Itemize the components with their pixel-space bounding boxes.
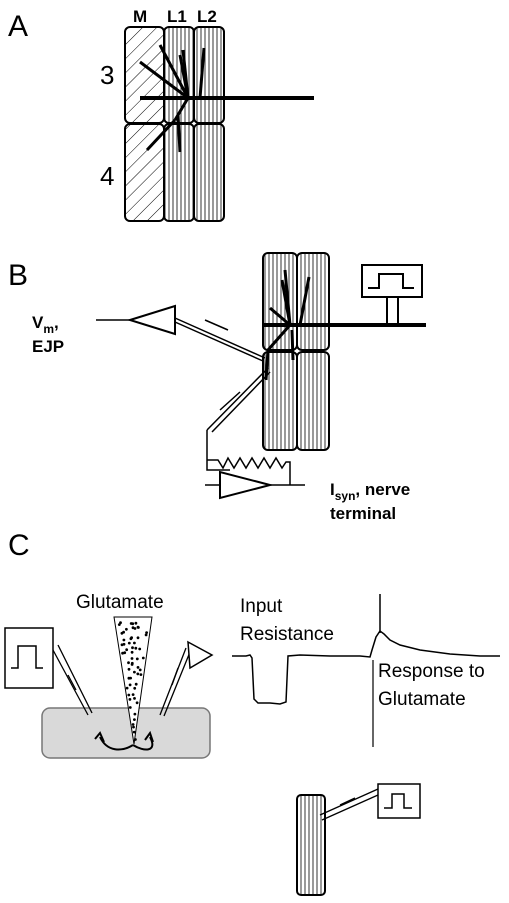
glutamate-dot — [125, 686, 129, 690]
column-label-l1: L1 — [167, 7, 187, 26]
glutamate-pipette — [113, 616, 153, 745]
glutamate-dot — [127, 641, 131, 645]
stimulator-box-b — [361, 264, 423, 298]
row-label-4: 4 — [100, 161, 114, 191]
membrane-trace — [232, 629, 500, 705]
panel-b-label: B — [8, 259, 28, 292]
glutamate-dot — [133, 641, 136, 645]
glutamate-dot — [138, 668, 142, 672]
glutamate-dot — [133, 670, 136, 674]
glutamate-dot — [131, 693, 135, 696]
stimulus-pulse-icon-c2 — [384, 793, 412, 809]
glutamate-dot — [128, 683, 132, 687]
amplifier-isyn-icon — [219, 470, 274, 500]
glutamate-dot — [135, 657, 139, 661]
recording-electrode-c — [159, 647, 191, 717]
glutamate-dot — [130, 657, 134, 660]
panel-b: B Vm, EJP — [8, 252, 426, 523]
isyn-label: Isyn, nerve — [330, 480, 410, 503]
efflux-arrows — [94, 730, 154, 751]
glutamate-dot — [122, 638, 126, 642]
glutamate-dot — [134, 682, 138, 686]
glutamate-dot — [127, 676, 131, 680]
glutamate-dot — [134, 646, 138, 650]
glutamate-dot — [133, 718, 136, 721]
glutamate-dot — [125, 648, 129, 652]
glutamate-dot — [137, 626, 140, 629]
recording-electrode-b — [96, 317, 266, 362]
panel-a: A M L1 L2 3 4 — [8, 7, 314, 222]
glutamate-dot — [129, 622, 133, 625]
stimulating-electrode-c — [52, 644, 93, 716]
glutamate-dot — [136, 672, 140, 676]
muscle-l2-segment-4 — [193, 123, 225, 222]
glutamate-dot — [132, 730, 136, 734]
glutamate-dot — [130, 650, 134, 654]
muscle-l2-segment-3 — [193, 26, 225, 124]
input-resistance-label-line2: Resistance — [240, 624, 334, 645]
glutamate-dot — [130, 661, 134, 665]
column-label-l2: L2 — [197, 7, 217, 26]
stimulator-box-c — [4, 627, 54, 689]
terminal-label: terminal — [330, 504, 396, 523]
glutamate-dot — [141, 656, 145, 660]
glutamate-dot — [130, 636, 134, 640]
nerve-branches-b — [264, 269, 311, 381]
amplifier-vm-icon — [126, 304, 176, 336]
row-label-3: 3 — [100, 60, 114, 90]
input-resistance-label-line1: Input — [240, 596, 283, 617]
glutamate-dot — [136, 636, 140, 640]
muscle-l1-segment-3 — [163, 26, 195, 124]
glutamate-dot — [127, 661, 130, 665]
muscle-b-upper-right — [296, 252, 330, 351]
glutamate-label: Glutamate — [76, 592, 164, 613]
glutamate-dot — [128, 706, 132, 709]
glutamate-dot — [123, 651, 127, 655]
isolated-muscle — [296, 794, 326, 896]
glutamate-dot — [131, 723, 135, 726]
glutamate-dot — [138, 647, 142, 651]
glutamate-dot — [125, 627, 128, 631]
stimulator-box-c2 — [377, 783, 421, 819]
glutamate-dot — [145, 631, 149, 634]
glutamate-dot — [127, 693, 131, 697]
ejp-label: EJP — [32, 337, 64, 356]
column-label-m: M — [133, 7, 147, 26]
glutamate-dot — [136, 666, 140, 669]
glutamate-dot — [127, 667, 131, 671]
loose-patch-electrode — [205, 367, 305, 486]
glutamate-dot — [134, 621, 138, 625]
glutamate-dot — [133, 712, 137, 716]
glutamate-dot — [134, 738, 137, 741]
glutamate-dot — [120, 631, 124, 635]
glutamate-dot — [135, 701, 139, 705]
glutamate-dot — [121, 651, 124, 655]
bath-preparation — [41, 707, 211, 759]
glutamate-dot — [128, 698, 132, 701]
nerve-branches — [139, 44, 206, 153]
glutamate-dot — [120, 643, 124, 647]
glutamate-dot — [133, 627, 137, 630]
glutamate-dot — [132, 725, 135, 729]
panel-a-label: A — [8, 10, 28, 43]
response-label-line1: Response to — [378, 661, 485, 682]
glutamate-dots — [117, 621, 149, 741]
response-label-line2: Glutamate — [378, 689, 466, 710]
glutamate-dot — [133, 697, 136, 700]
electrode-c2 — [319, 788, 379, 821]
vm-label: Vm, — [32, 313, 59, 336]
glutamate-dot — [133, 686, 137, 690]
stimulus-pulse-icon — [368, 273, 414, 289]
amplifier-c-icon — [187, 640, 214, 670]
stimulus-pulse-icon-c — [11, 645, 43, 669]
glutamate-dot — [131, 646, 134, 650]
suction-electrode-b — [386, 297, 399, 325]
muscle-b-lower-right — [296, 351, 330, 451]
glutamate-dot — [117, 623, 121, 626]
glutamate-dot — [139, 673, 143, 676]
glutamate-dot — [144, 633, 148, 637]
panel-c-label: C — [8, 529, 30, 562]
panel-c: C Glutamate Input Res — [4, 529, 500, 896]
